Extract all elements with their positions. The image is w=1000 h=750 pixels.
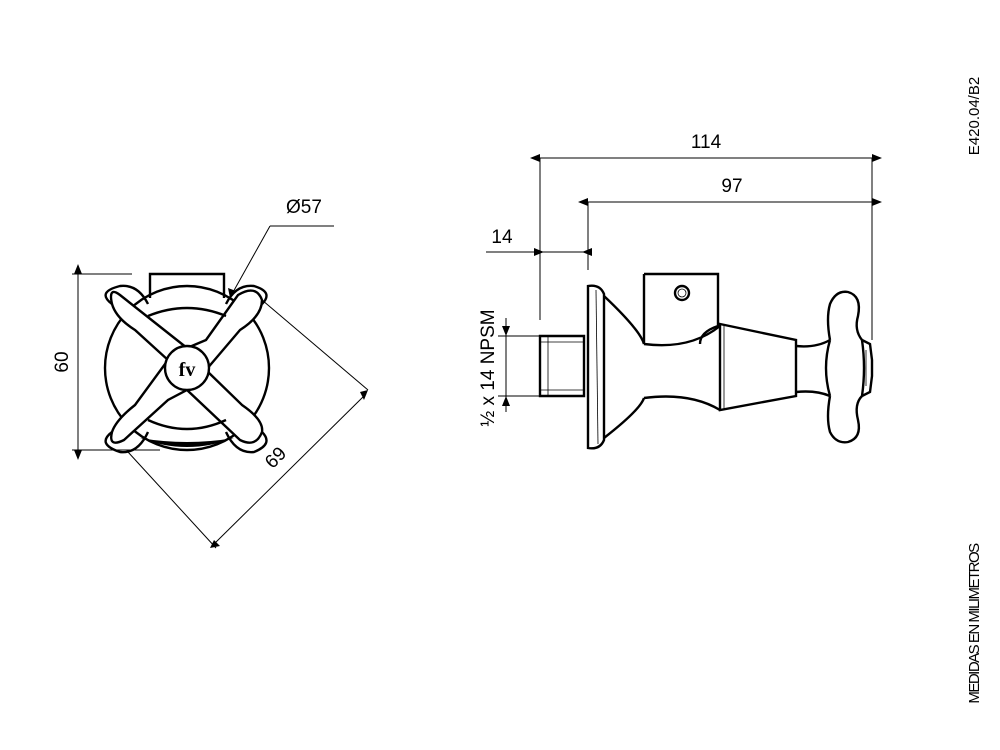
brand-logo: fv (179, 359, 196, 381)
product-code: E420.04/B2 (966, 77, 983, 155)
total-length-dimension: 114 (691, 132, 722, 153)
units-note: MEDIDAS EN MILIMETROS (966, 543, 983, 704)
side-handle (824, 290, 874, 444)
thread-length-dimension: 14 (491, 227, 513, 248)
center-hub (163, 344, 211, 392)
front-view: fv 60 Ø57 69 (52, 197, 369, 549)
side-view: 114 97 14 ½ x 14 NPSM (478, 132, 882, 450)
thread-spec-label: ½ x 14 NPSM (478, 309, 499, 426)
diameter-dimension: Ø57 (286, 197, 322, 218)
body-length-dimension: 97 (721, 176, 742, 197)
height-dimension: 60 (52, 351, 73, 372)
diagonal-dimension: 69 (261, 443, 291, 473)
